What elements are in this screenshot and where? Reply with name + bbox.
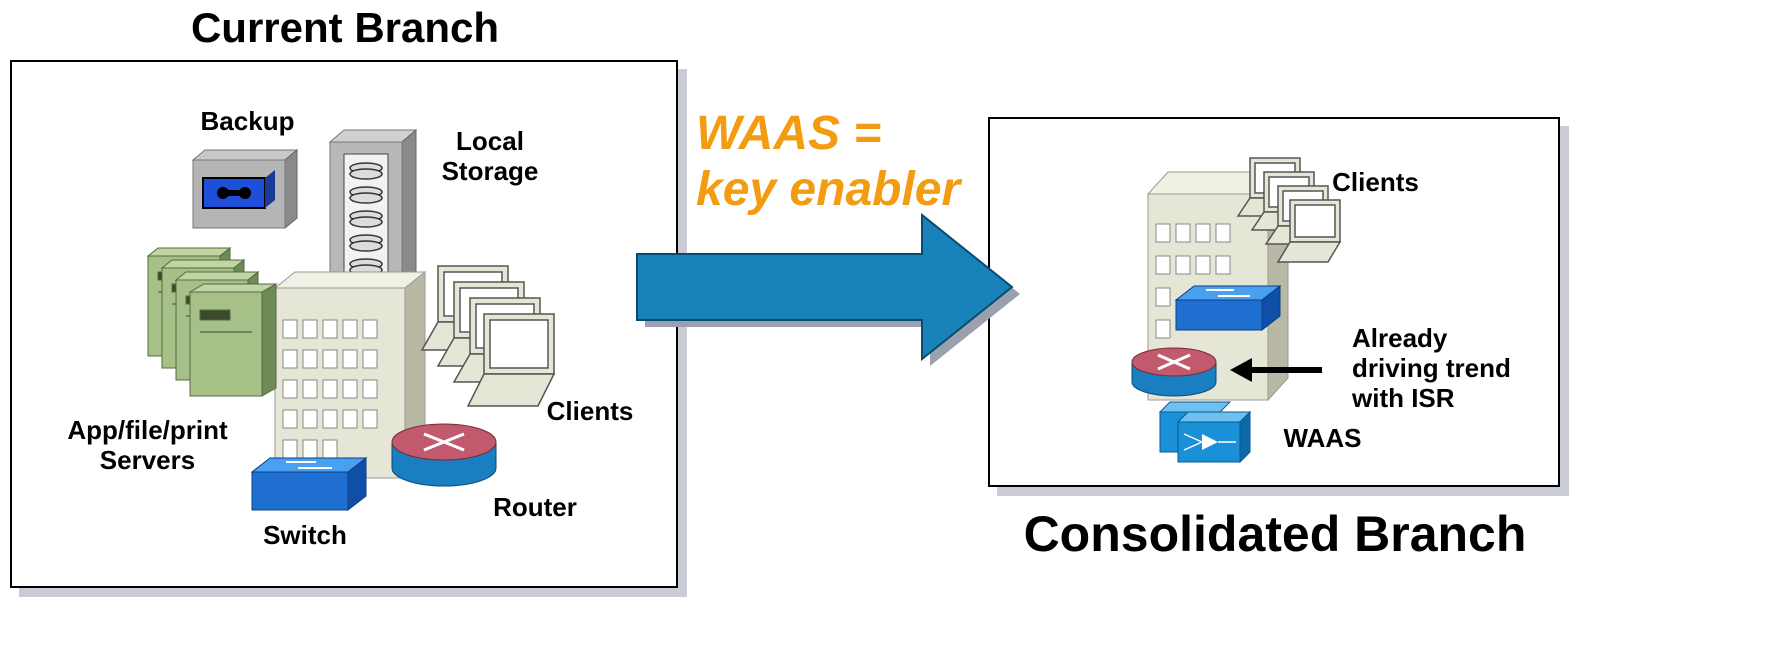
clients-laptops-icon [420, 265, 556, 407]
local-storage-icon [328, 128, 418, 292]
switch-label: Switch [263, 520, 347, 550]
backup-tape-icon [191, 148, 299, 230]
isr-router-icon [1131, 347, 1217, 397]
waas-label: WAAS [1283, 423, 1362, 453]
current-branch-title: Current Branch [190, 4, 500, 51]
router-label: Router [493, 492, 577, 522]
waas-key-enabler-text: WAAS = key enabler [696, 107, 961, 216]
consolidated-clients-icon [1236, 157, 1342, 263]
servers-icon [146, 246, 278, 397]
backup-label: Backup [200, 106, 295, 136]
router-icon [391, 423, 497, 487]
waas-device-icon [1158, 401, 1252, 464]
consolidated-branch-title: Consolidated Branch [1023, 506, 1527, 562]
consolidated-switch-icon [1174, 284, 1282, 332]
servers-label: App/file/print Servers [67, 415, 228, 475]
clients-label: Clients [546, 396, 634, 426]
isr-trend-label: Already driving trend with ISR [1352, 323, 1511, 413]
consolidated-clients-label: Clients [1332, 167, 1419, 197]
local-storage-label: Local Storage [441, 126, 539, 186]
switch-icon [250, 456, 368, 512]
pointer-arrow-icon [1230, 358, 1322, 382]
